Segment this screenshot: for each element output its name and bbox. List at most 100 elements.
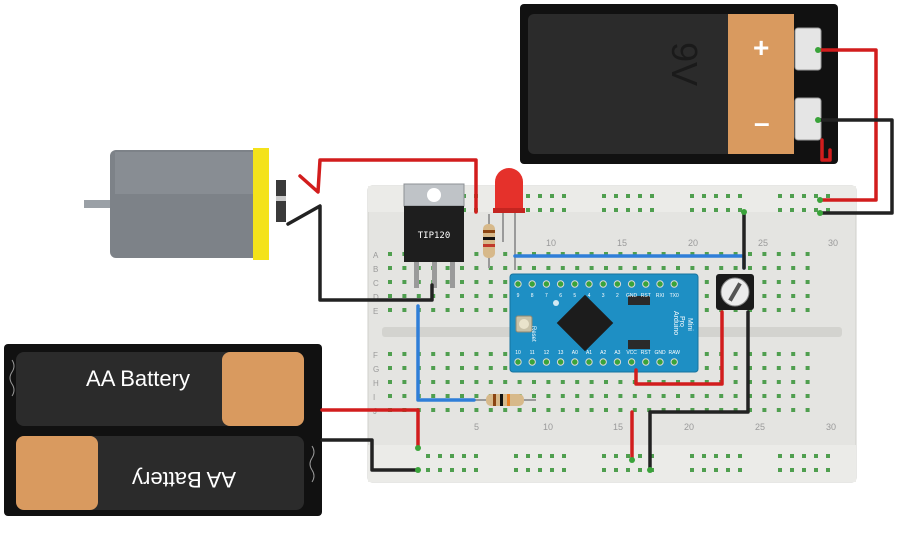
bottom-column-number-20: 20 — [684, 422, 694, 432]
rail-hole — [802, 194, 806, 198]
breadboard-hole — [776, 408, 781, 412]
breadboard-hole — [431, 308, 436, 312]
breadboard-hole — [460, 280, 464, 284]
aa-spring-bottom — [309, 445, 315, 483]
breadboard-hole — [618, 266, 623, 270]
breadboard-hole — [575, 394, 580, 398]
rail-hole — [778, 208, 782, 212]
arduino-bottom-pin-label: A3 — [614, 350, 620, 356]
rail-hole — [562, 454, 566, 458]
breadboard-hole — [805, 280, 810, 284]
rail-hole — [726, 468, 730, 472]
breadboard-hole — [704, 266, 709, 270]
breadboard-hole — [762, 280, 767, 284]
breadboard-hole — [402, 308, 407, 312]
aa-battery-pack: AA Battery AA Battery — [4, 344, 322, 516]
breadboard-hole — [733, 266, 738, 270]
breadboard-hole — [488, 352, 493, 356]
rail-hole — [790, 468, 794, 472]
breadboard-hole — [445, 366, 450, 370]
aa-battery-bottom-label: AA Battery — [132, 467, 236, 492]
breadboard-hole — [503, 294, 508, 298]
breadboard-hole — [676, 394, 680, 398]
rail-hole — [738, 194, 742, 198]
wire-9v-negative — [816, 118, 894, 215]
breadboard-hole — [474, 394, 479, 398]
rail-hole — [802, 468, 806, 472]
breadboard-hole — [632, 266, 637, 270]
rail-hole — [450, 468, 454, 472]
arduino-bottom-pin-label: A2 — [600, 350, 606, 356]
endpoint — [815, 47, 821, 53]
arduino-top-pin-label: GND — [626, 293, 638, 299]
arduino-bottom-pin-label: RST — [641, 350, 651, 356]
breadboard-hole — [676, 266, 680, 270]
rail-hole — [426, 468, 430, 472]
breadboard-hole — [604, 394, 608, 398]
breadboard-hole — [676, 380, 680, 384]
row-letter-c: C — [373, 279, 379, 288]
resistor-led — [483, 214, 495, 268]
breadboard-hole — [503, 366, 508, 370]
breadboard-hole — [748, 352, 752, 356]
arduino-bottom-pin-label: 12 — [544, 350, 550, 356]
breadboard-hole — [474, 352, 479, 356]
transistor-label: TIP120 — [418, 231, 451, 241]
breadboard-hole — [647, 252, 652, 256]
rail-hole — [474, 468, 478, 472]
bottom-power-rail — [368, 445, 856, 482]
rail-hole — [614, 194, 618, 198]
rail-hole — [778, 454, 782, 458]
breadboard-hole — [733, 252, 738, 256]
breadboard-hole — [575, 252, 580, 256]
aa-battery-top-cap — [222, 352, 304, 426]
rail-hole — [726, 208, 730, 212]
breadboard-hole — [776, 280, 781, 284]
breadboard-hole — [560, 380, 565, 384]
battery-9v-cap — [728, 14, 794, 154]
potentiometer[interactable] — [716, 274, 754, 310]
arduino-pin — [627, 358, 636, 366]
breadboard-hole — [690, 380, 695, 384]
rail-hole — [790, 194, 794, 198]
breadboard-hole — [402, 280, 407, 284]
breadboard-hole — [431, 408, 436, 412]
wire-motor-to-collector — [286, 204, 434, 302]
rail-hole — [462, 468, 466, 472]
arduino-pin — [642, 280, 650, 288]
row-letter-f: F — [373, 351, 378, 360]
breadboard-hole — [604, 252, 608, 256]
rail-hole — [562, 468, 566, 472]
breadboard-hole — [445, 280, 450, 284]
pot-slot-icon — [728, 282, 742, 302]
breadboard-hole — [704, 308, 709, 312]
breadboard-hole — [690, 394, 695, 398]
breadboard-hole — [474, 294, 479, 298]
breadboard-hole — [776, 252, 781, 256]
arduino-top-pin-label: 2 — [616, 293, 619, 299]
breadboard-hole — [388, 266, 392, 270]
breadboard-hole — [791, 280, 796, 284]
bottom-column-number-15: 15 — [613, 422, 623, 432]
rail-hole — [814, 454, 818, 458]
breadboard-hole — [460, 308, 464, 312]
breadboard-hole — [488, 266, 493, 270]
breadboard-hole — [618, 408, 623, 412]
arduino-pin — [514, 358, 522, 366]
arduino-name-line1: Arduino — [672, 311, 679, 335]
arduino-pin — [528, 280, 536, 288]
arduino-top-pin-label: RXI — [656, 293, 664, 299]
arduino-bottom-pin-label: 13 — [558, 350, 564, 356]
breadboard-hole — [431, 352, 436, 356]
breadboard-hole — [791, 294, 796, 298]
rail-hole — [626, 208, 630, 212]
breadboard-hole — [402, 352, 407, 356]
arduino-top-pin-label: 8 — [531, 293, 534, 299]
breadboard-hole — [445, 266, 450, 270]
breadboard-hole — [460, 352, 464, 356]
bottom-column-number-30: 30 — [826, 422, 836, 432]
rail-hole — [602, 194, 606, 198]
arduino-bottom-pin-label: 11 — [530, 350, 535, 356]
breadboard-hole — [791, 408, 796, 412]
arduino-top-pin-label: TX0 — [670, 293, 679, 299]
